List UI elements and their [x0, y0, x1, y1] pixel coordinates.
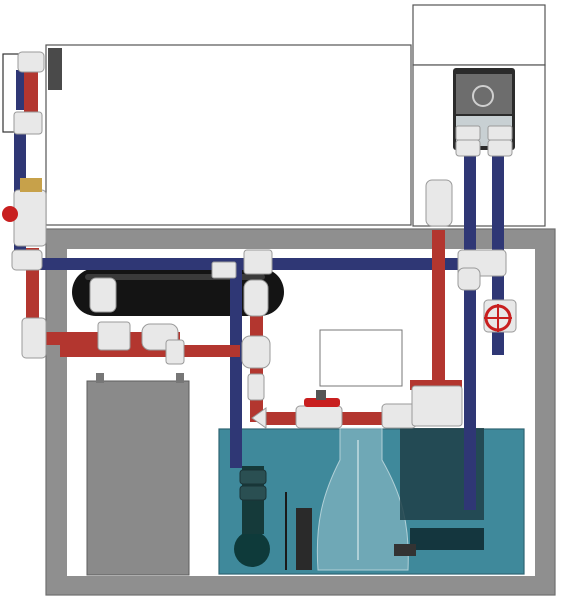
pump-union: [239, 469, 267, 501]
return-pump: [234, 531, 270, 567]
gate-valve: [484, 304, 512, 332]
reactor: [86, 380, 190, 576]
ball-valve: [2, 178, 340, 407]
protein-skimmer: [316, 427, 409, 571]
display-tank: [45, 44, 412, 226]
overflow-box-top: [412, 4, 546, 66]
pipe-fittings: [11, 51, 517, 429]
